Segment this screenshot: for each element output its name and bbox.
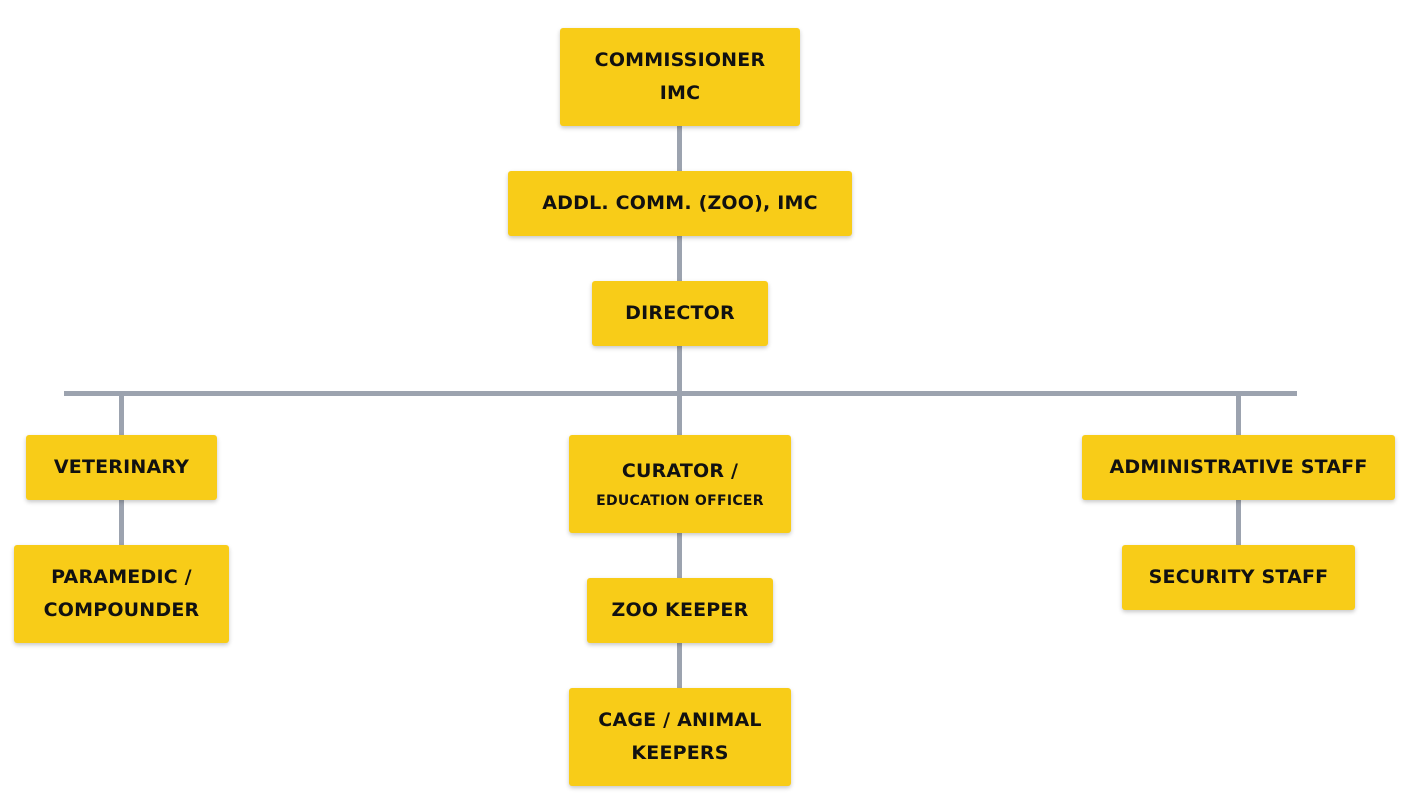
node-cage-keepers-line1: CAGE / ANIMAL: [598, 709, 762, 731]
node-commissioner-line1: COMMISSIONER: [594, 49, 766, 71]
node-director: DIRECTOR: [592, 281, 768, 346]
node-curator-line1: CURATOR /: [621, 459, 739, 482]
connector-commissioner-addl: [677, 126, 682, 172]
node-addl-comm: ADDL. COMM. (ZOO), IMC: [508, 171, 852, 236]
node-zoo-keeper-label: ZOO KEEPER: [611, 599, 749, 621]
node-paramedic: PARAMEDIC / COMPOUNDER: [14, 545, 229, 643]
node-zoo-keeper: ZOO KEEPER: [587, 578, 773, 643]
node-security-staff-label: SECURITY STAFF: [1148, 566, 1329, 588]
connector-zookeeper-cage: [677, 643, 682, 689]
node-director-label: DIRECTOR: [625, 302, 735, 324]
node-commissioner-line2: IMC: [659, 82, 701, 104]
node-addl-comm-label: ADDL. COMM. (ZOO), IMC: [542, 192, 818, 214]
node-cage-keepers: CAGE / ANIMAL KEEPERS: [569, 688, 791, 786]
node-curator: CURATOR / EDUCATION OFFICER: [569, 435, 791, 533]
node-commissioner: COMMISSIONER IMC: [560, 28, 800, 126]
connector-bus-admin: [1236, 393, 1241, 436]
connector-admin-security: [1236, 500, 1241, 546]
connector-horizontal-bus: [64, 391, 1297, 396]
node-security-staff: SECURITY STAFF: [1122, 545, 1355, 610]
node-admin-staff: ADMINISTRATIVE STAFF: [1082, 435, 1395, 500]
connector-curator-zookeeper: [677, 533, 682, 579]
node-admin-staff-label: ADMINISTRATIVE STAFF: [1109, 456, 1368, 478]
node-curator-line2: EDUCATION OFFICER: [596, 492, 764, 509]
node-paramedic-line2: COMPOUNDER: [43, 599, 200, 621]
node-veterinary: VETERINARY: [26, 435, 217, 500]
connector-addl-director: [677, 236, 682, 282]
node-cage-keepers-line2: KEEPERS: [631, 742, 729, 764]
node-veterinary-label: VETERINARY: [53, 456, 190, 478]
connector-veterinary-paramedic: [119, 500, 124, 546]
connector-bus-veterinary: [119, 393, 124, 436]
node-paramedic-line1: PARAMEDIC /: [51, 566, 192, 588]
